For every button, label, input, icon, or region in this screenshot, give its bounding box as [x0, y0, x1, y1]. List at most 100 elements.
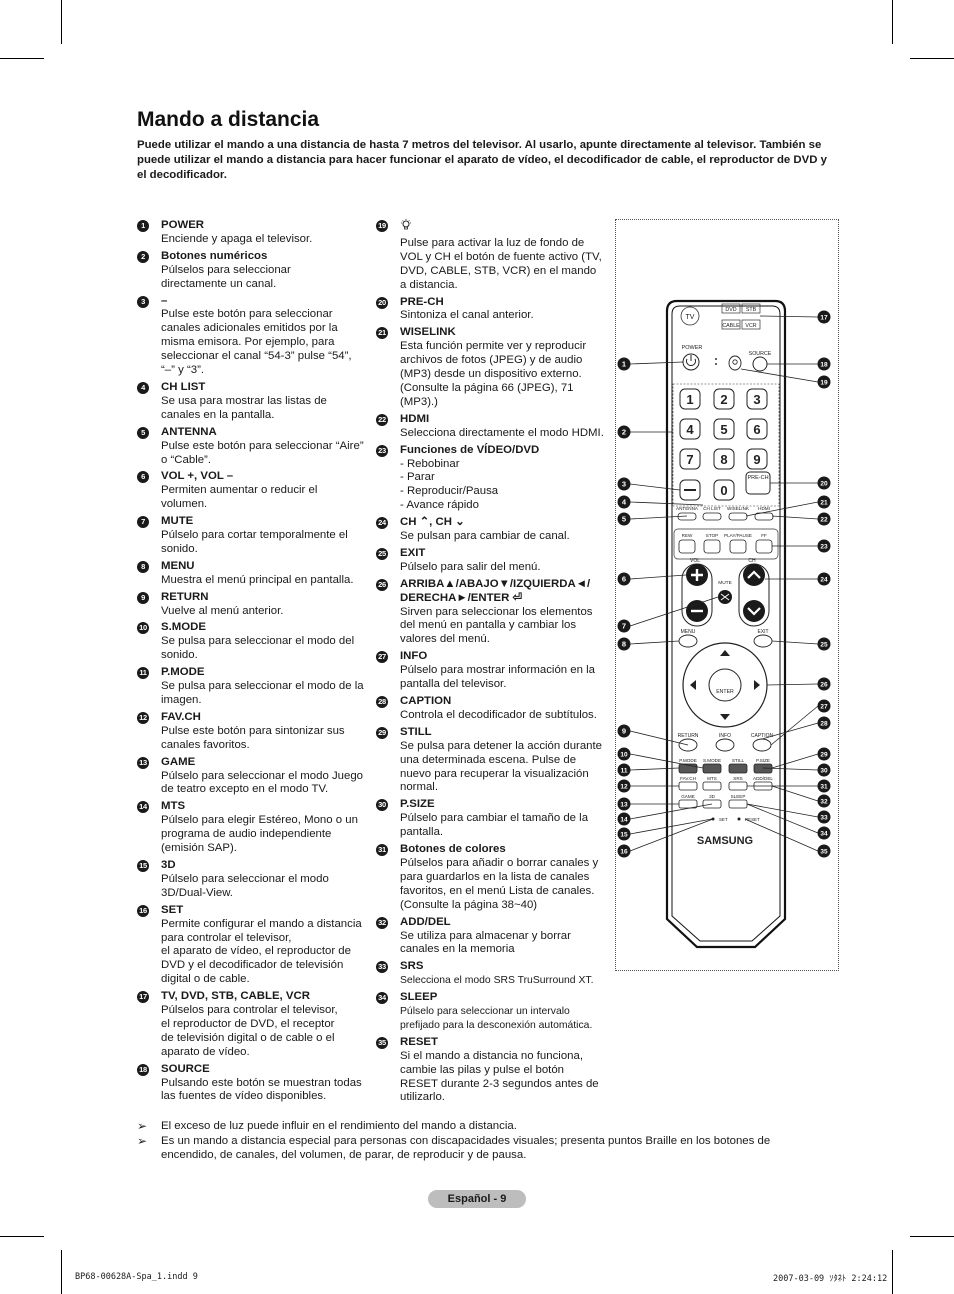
entry-number-badge: 22: [376, 413, 388, 426]
digit-button: [679, 418, 701, 440]
entry-number-badge: 11: [137, 667, 149, 680]
entry-description: Pulse este botón para seleccionar canale…: [161, 308, 352, 377]
transport-label: REW: [682, 533, 693, 538]
function-label: CH LIST: [703, 506, 721, 511]
callout-badge: [817, 375, 831, 389]
entry-number-badge: 34: [376, 992, 388, 1005]
callout-line: [770, 705, 819, 746]
callout-line: [629, 803, 713, 820]
callout-line: [629, 767, 680, 771]
entry-description: Púlselos para controlar el televisor, el…: [161, 1004, 338, 1058]
exit-label: EXIT: [757, 629, 768, 635]
callout-line: [744, 818, 819, 852]
transport-button: [729, 539, 747, 554]
indicator-dot: [715, 363, 717, 365]
entry-description: Púlselo para salir del menú.: [400, 560, 541, 573]
entry-title: VOL +, VOL –: [161, 470, 234, 483]
entry-description: Se pulsan para cambiar de canal.: [400, 530, 570, 543]
entry-number-badge: 20: [376, 296, 388, 309]
callout-badge: [617, 763, 631, 777]
function-label: RETURN: [678, 733, 699, 739]
entry-title: CH ⌃, CH ⌄: [400, 516, 465, 529]
callout-line: [629, 596, 719, 627]
function-button: [728, 799, 748, 809]
callout-line: [629, 818, 713, 835]
crop-mark: [892, 0, 893, 44]
arrow-right-icon: [754, 680, 760, 690]
callout-badge-label: 30: [820, 768, 828, 775]
button-entry: 3–Pulse este botón para seleccionar cana…: [137, 295, 365, 378]
entry-number-badge: 29: [376, 726, 388, 739]
entry-number-badge: 32: [376, 916, 388, 929]
crop-mark: [910, 1236, 954, 1237]
entry-number-badge: 33: [376, 961, 388, 974]
digit-label: 7: [686, 452, 693, 467]
digit-label: 5: [720, 422, 727, 437]
entry-description: Púlselo para seleccionar el modo Juego d…: [161, 769, 363, 796]
callout-line: [771, 640, 819, 645]
footer-file-info: BP68-00628A-Spa_1.indd 9: [75, 1272, 198, 1282]
entry-description: Vuelve al menú anterior.: [161, 604, 284, 617]
callout-badge: [817, 572, 831, 586]
reset-hole: [737, 817, 741, 821]
entry-description: Selecciona directamente el modo HDMI.: [400, 426, 604, 439]
tv-mode-button: [680, 306, 700, 326]
digit-label: 9: [753, 452, 760, 467]
function-label: FAV.CH: [680, 776, 696, 781]
power-label: POWER: [682, 345, 703, 351]
callout-badge: [817, 495, 831, 509]
entry-number-badge: 18: [137, 1063, 149, 1076]
entry-title: MUTE: [161, 515, 194, 528]
entry-title: ADD/DEL: [400, 915, 451, 928]
color-button: [702, 763, 722, 774]
function-label: SLEEP: [731, 794, 746, 799]
function-button: [754, 512, 774, 521]
entry-description: Púlselo para elegir Estéreo, Mono o un p…: [161, 814, 358, 855]
function-label: P.SIZE: [756, 758, 770, 763]
digit-button: [746, 388, 768, 410]
callout-badge-label: 15: [620, 832, 628, 839]
samsung-logo: SAMSUNG: [697, 835, 753, 847]
crop-mark: [0, 58, 44, 59]
entry-title: STILL: [400, 725, 432, 738]
callout-line: [629, 753, 704, 769]
function-label: WISELINK: [727, 506, 750, 511]
callout-badge: [817, 794, 831, 808]
callout-badge-label: 28: [820, 721, 828, 728]
callout-line: [746, 803, 819, 834]
entry-description: - Rebobinar - Parar - Reproducir/Pausa -…: [400, 457, 499, 512]
tv-mode-label: TV: [686, 314, 695, 321]
function-label: P.MODE: [679, 758, 697, 763]
callout-badge-label: 33: [820, 815, 828, 822]
function-label: CAPTION: [751, 733, 774, 739]
crop-mark: [61, 0, 62, 44]
entry-number-badge: 9: [137, 591, 149, 604]
entry-number-badge: 30: [376, 799, 388, 812]
entry-title: P.SIZE: [400, 798, 435, 811]
callout-badge: [817, 476, 831, 490]
callout-badge-label: 24: [820, 577, 828, 584]
function-button: [715, 738, 735, 752]
function-label: STILL: [732, 758, 745, 763]
callout-line: [629, 483, 681, 491]
entry-description: Permiten aumentar o reducir el volumen.: [161, 484, 318, 511]
callout-badge-label: 2: [622, 428, 626, 437]
source-label: SOURCE: [749, 351, 772, 357]
mode-button: [741, 319, 761, 330]
light-bulb-icon: [732, 359, 738, 365]
callout-badge-label: 13: [620, 802, 628, 809]
callout-badge-label: 31: [820, 784, 828, 791]
entry-title: POWER: [161, 219, 205, 231]
entry-title: SLEEP: [400, 991, 438, 1004]
function-label: 3D: [709, 794, 716, 799]
